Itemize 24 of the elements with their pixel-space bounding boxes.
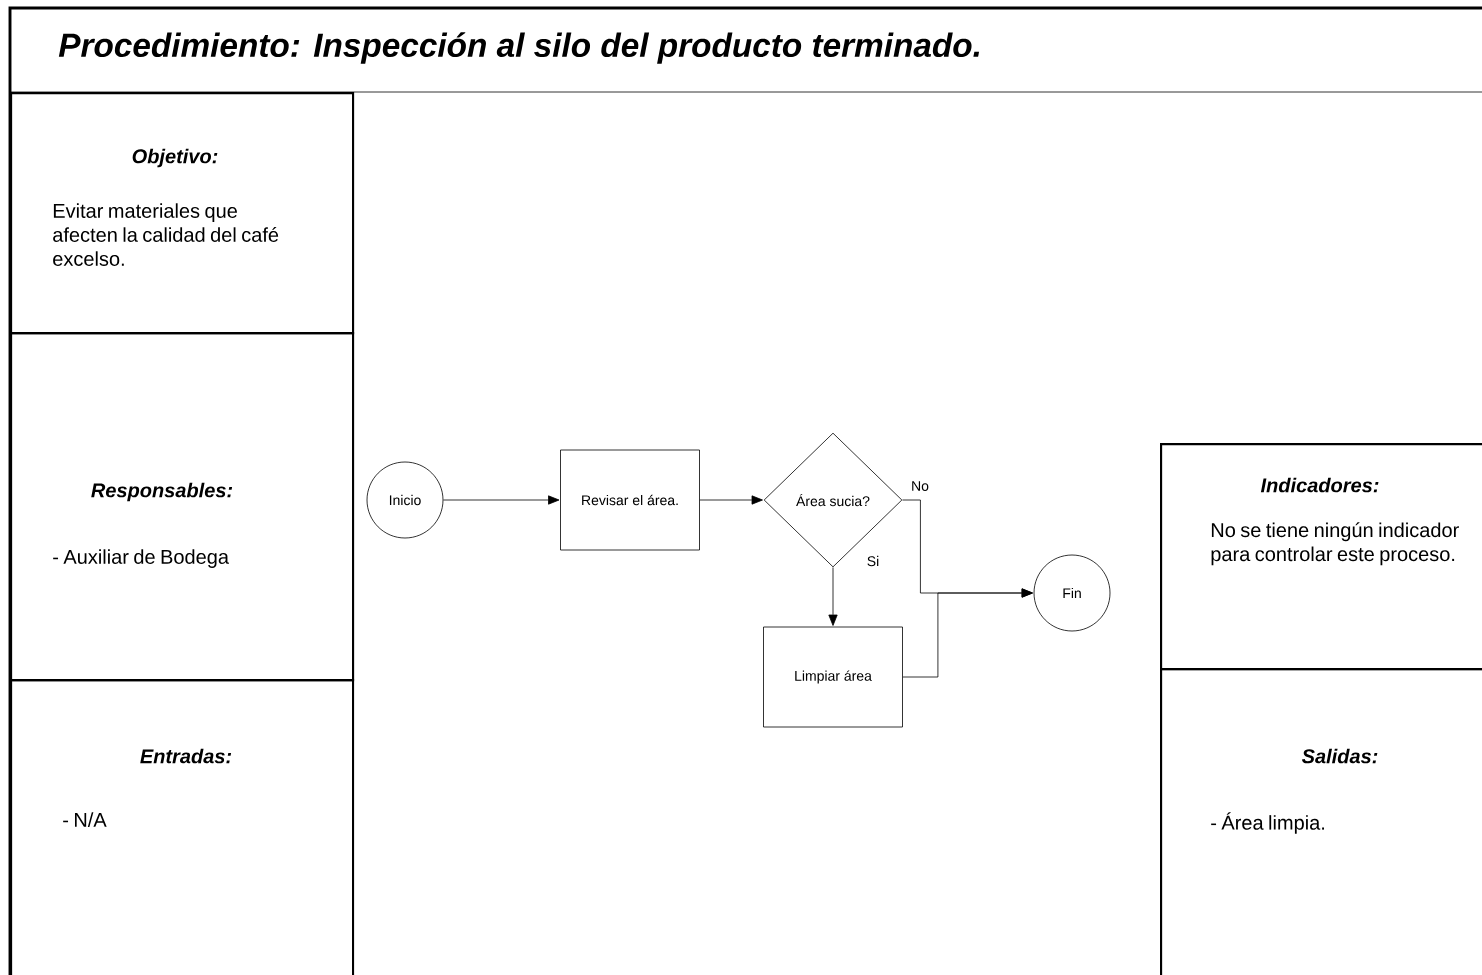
panel-text: - Auxiliar de Bodega [53, 549, 229, 568]
process-box: Limpiar área [763, 626, 903, 728]
arrow [443, 495, 560, 505]
panel-heading: Indicadores: [1260, 477, 1379, 493]
panel-heading: Responsables: [91, 482, 233, 502]
panel-heading: Salidas: [1301, 748, 1378, 764]
panel-text: Evitar materiales que afecten la calidad del café excelso. [53, 203, 279, 266]
arrow [828, 567, 838, 626]
arrow [902, 588, 1033, 678]
panel-text: No se tiene ningún indicador para controlar este proceso. [1211, 522, 1459, 566]
info-panel [1160, 443, 1482, 671]
info-panel [10, 332, 355, 682]
panel-text: - Área limpia. [1211, 812, 1324, 834]
info-panel [10, 679, 355, 975]
panel-text: - N/A [63, 812, 107, 827]
edge-label: No [909, 479, 931, 493]
info-panel [1160, 668, 1482, 975]
arrow [699, 495, 763, 505]
panel-heading: Entradas: [140, 748, 232, 764]
info-panel [10, 92, 355, 335]
process-box: Revisar el área. [560, 449, 700, 551]
edge-label: Si [865, 554, 881, 568]
panel-heading: Objetivo: [132, 148, 218, 168]
title: Procedimiento: Inspección al silo del producto terminado. [58, 32, 980, 64]
